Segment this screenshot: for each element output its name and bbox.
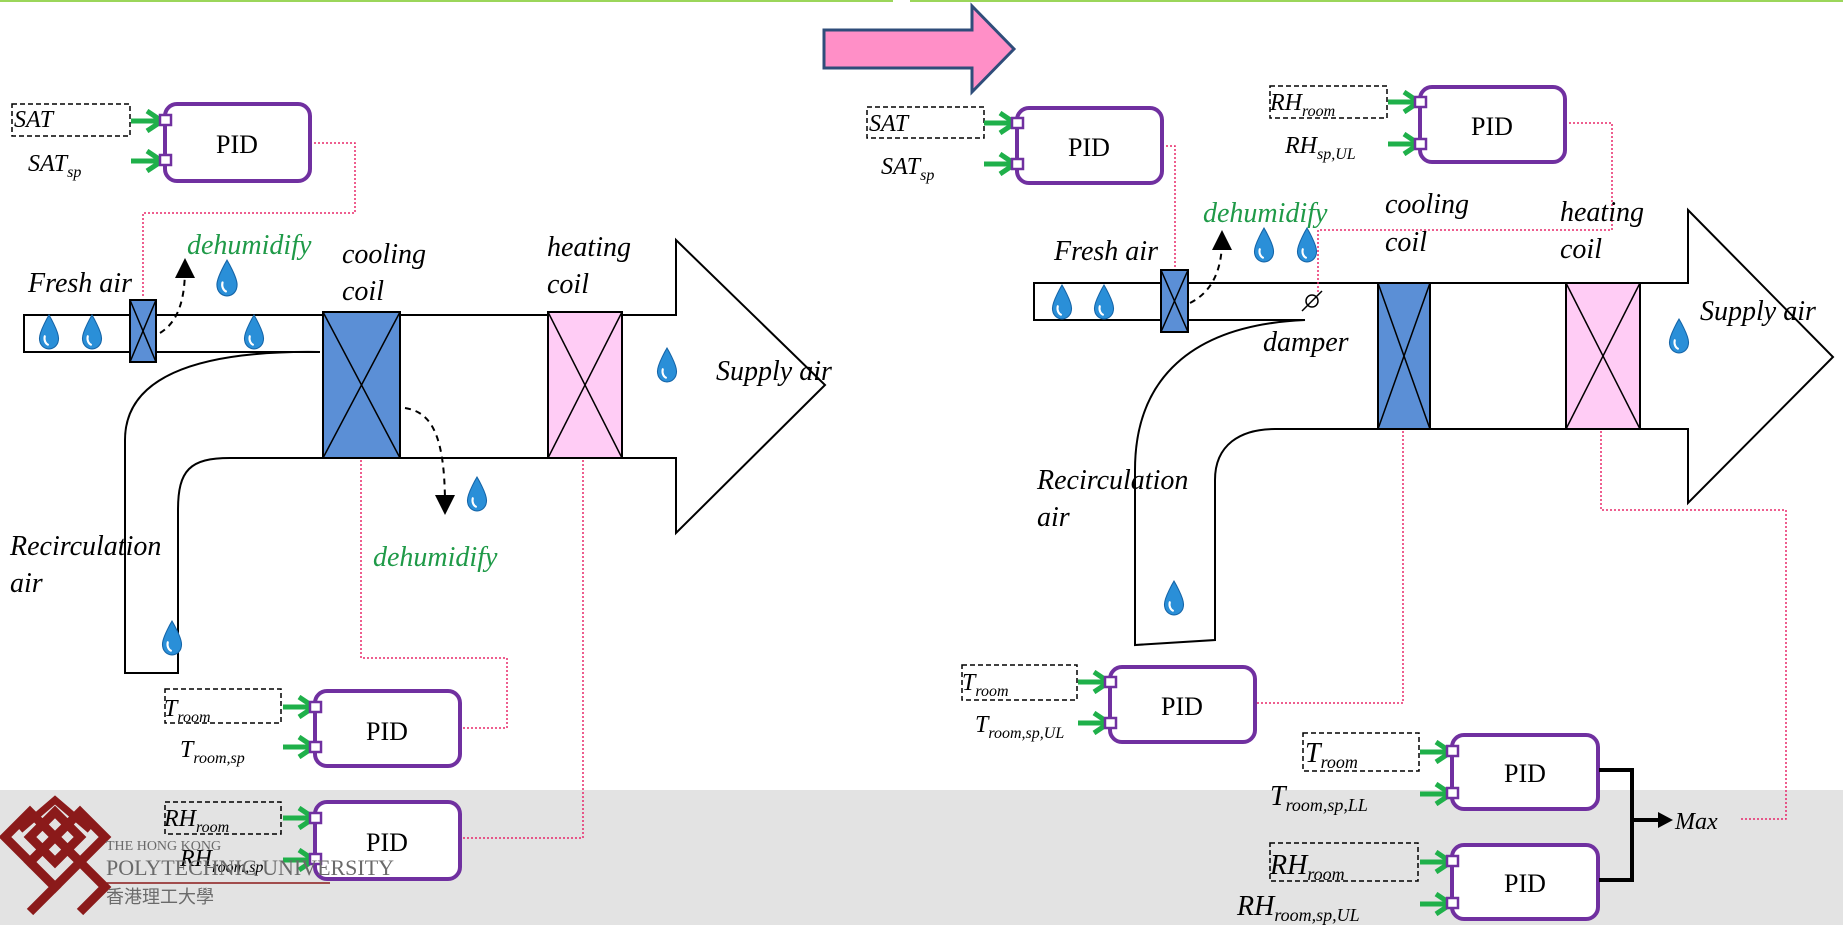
right-pid-troom-ll: PID <box>1445 733 1600 811</box>
sat-label: SAT <box>14 107 55 133</box>
left-sat-input-box <box>11 103 131 137</box>
fresh-air-label: Fresh air <box>27 268 132 299</box>
pid-label: PID <box>366 717 408 746</box>
right-rhroom-ul-input-box <box>1269 842 1419 882</box>
input-arrow-icon <box>131 111 162 131</box>
right-signal-lines <box>1162 122 1787 820</box>
rh-sp-ul-label: RHsp,UL <box>1284 133 1356 163</box>
heating-label: heating <box>547 232 631 263</box>
recirculation-air-label: air <box>10 568 43 599</box>
pid-label: PID <box>1068 133 1110 162</box>
right-pid-rhroom-ul: PID <box>1445 843 1600 921</box>
input-arrow-icon <box>984 154 1015 174</box>
right-fresh-air-damper <box>1160 269 1189 333</box>
left-rhroom-input-box <box>164 801 282 835</box>
damper-label: damper <box>1263 327 1349 358</box>
pid-label: PID <box>216 130 258 159</box>
pid-label: PID <box>1161 692 1203 721</box>
rhroom-label: RHroom <box>1269 90 1335 120</box>
coil-label: coil <box>547 269 589 300</box>
cooling-label: cooling <box>1385 189 1469 220</box>
max-label: Max <box>1674 809 1718 835</box>
coil-label: coil <box>1385 227 1427 258</box>
right-rhroom-input-box <box>1269 85 1388 119</box>
right-heating-coil <box>1565 282 1641 430</box>
rhroom-sp-ul-label: RHroom,sp,UL <box>1236 891 1360 925</box>
pid-label: PID <box>1504 759 1546 788</box>
top-rule-right <box>910 0 1843 2</box>
water-drop-icon <box>1253 227 1275 263</box>
left-dehumidify-arrow-1 <box>159 258 195 334</box>
recirculation-air-label: air <box>1037 502 1070 533</box>
pid-label: PID <box>1471 112 1513 141</box>
right-pid-troom: PID <box>1103 665 1257 744</box>
left-pid-rhroom: PID <box>308 800 462 881</box>
input-arrow-icon <box>984 113 1015 133</box>
left-supply-duct <box>23 237 827 674</box>
recirculation-label: Recirculation <box>9 531 161 562</box>
sat-sp-label: SATsp <box>881 154 934 184</box>
dehumidify-label: dehumidify <box>373 542 498 573</box>
sat-label: SAT <box>869 111 910 137</box>
left-dehumidify-arrow-2 <box>404 407 455 515</box>
pid-label: PID <box>1504 869 1546 898</box>
left-cooling-coil <box>322 311 401 459</box>
supply-air-label: Supply air <box>716 356 832 387</box>
fresh-air-label: Fresh air <box>1053 236 1158 267</box>
left-signal-lines <box>142 142 584 839</box>
left-pid-sat: PID <box>158 102 312 183</box>
input-arrow-icon <box>131 151 162 171</box>
max-combiner-lines <box>1599 768 1660 882</box>
left-troom-input-box <box>164 688 282 724</box>
logo-text-line2: POLYTECHNIC UNIVERSITY <box>106 855 394 880</box>
left-diagram: PID PID PID SAT SATsp dehumidify cooling… <box>9 102 832 881</box>
polyu-emblem-icon <box>0 795 112 916</box>
dehumidify-label: dehumidify <box>187 230 312 261</box>
logo-text-line3: 香港理工大學 <box>106 887 214 907</box>
top-rule-left <box>0 0 893 2</box>
right-cooling-coil <box>1377 282 1431 430</box>
left-fresh-air-damper <box>129 299 157 363</box>
water-drop-icon <box>1296 227 1318 263</box>
supply-air-label: Supply air <box>1700 296 1816 327</box>
right-supply-duct <box>1033 207 1835 647</box>
troom-label: Troom <box>1305 738 1358 772</box>
transition-arrow <box>822 2 1017 96</box>
left-heating-coil <box>547 311 623 459</box>
left-pid-troom: PID <box>308 689 462 768</box>
sat-sp-label: SATsp <box>28 151 81 181</box>
dehumidify-label: dehumidify <box>1203 198 1328 229</box>
coil-label: coil <box>342 276 384 307</box>
heating-label: heating <box>1560 197 1644 228</box>
university-logo: THE HONG KONG POLYTECHNIC UNIVERSITY 香港理… <box>0 795 394 916</box>
max-arrow-icon <box>1658 812 1673 828</box>
rhroom-sp-label: RHroom,sp <box>179 846 263 876</box>
water-drop-icon <box>466 476 488 512</box>
rhroom-label: RHroom <box>163 806 229 836</box>
damper-icon <box>1301 290 1323 312</box>
right-dehumidify-arrow <box>1189 230 1232 304</box>
water-drop-icon <box>215 259 239 297</box>
troom-sp-label: Troom,sp <box>180 737 245 767</box>
pid-label: PID <box>366 828 408 857</box>
logo-text-line1: THE HONG KONG <box>106 839 221 854</box>
coil-label: coil <box>1560 234 1602 265</box>
cooling-label: cooling <box>342 239 426 270</box>
recirculation-label: Recirculation <box>1036 465 1188 496</box>
troom-label: Troom <box>962 670 1009 700</box>
troom-sp-ul-label: Troom,sp,UL <box>975 712 1064 742</box>
troom-label: Troom <box>164 696 211 726</box>
right-troom-ll-input-box <box>1302 732 1420 772</box>
right-diagram: PID PID PID PID PID S <box>866 85 1835 925</box>
troom-sp-ll-label: Troom,sp,LL <box>1270 781 1368 815</box>
right-troom-input-box <box>961 664 1078 701</box>
right-pid-rhroom: PID <box>1413 85 1567 164</box>
right-pid-sat: PID <box>1010 106 1164 185</box>
rhroom-label: RHroom <box>1269 850 1345 884</box>
